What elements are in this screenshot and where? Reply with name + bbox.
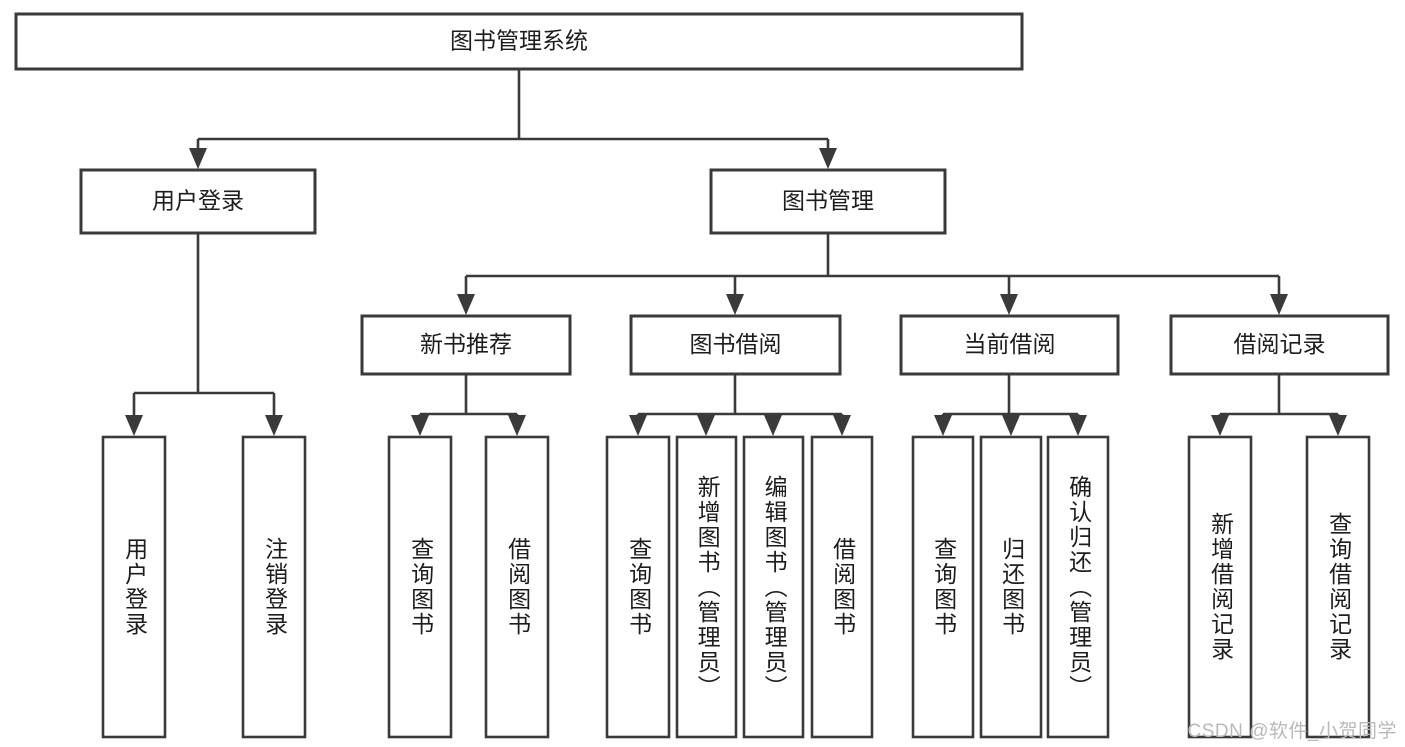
arrow-down-icon [1329,415,1347,436]
node-level3-2[interactable] [899,314,1120,376]
node-level3-label-2: 当前借阅 [964,331,1056,357]
node-level3-0[interactable] [360,314,572,376]
arrow-down-icon [726,294,744,315]
arrow-down-icon [265,415,283,436]
node-level2-label-0: 用户登录 [152,188,244,214]
arrow-down-icon [457,294,475,315]
node-leaf-4[interactable] [605,435,671,739]
node-level3-label-0: 新书推荐 [420,331,512,357]
arrow-down-icon [697,415,715,436]
box-layer [14,12,1390,739]
arrow-down-icon [189,148,207,169]
arrow-down-icon [1211,415,1229,436]
node-leaf-9[interactable] [979,435,1043,739]
node-leaf-2[interactable] [387,435,453,739]
node-level2-label-1: 图书管理 [782,188,874,214]
arrow-down-icon [934,415,952,436]
node-level3-label-3: 借阅记录 [1234,331,1326,357]
node-leaf-12[interactable] [1305,435,1371,739]
arrow-down-icon [764,415,782,436]
node-level3-1[interactable] [629,314,842,376]
node-leaf-6[interactable] [742,435,805,739]
node-leaf-11[interactable] [1187,435,1253,739]
node-leaf-5[interactable] [675,435,738,739]
node-leaf-1[interactable] [241,435,307,739]
node-level3-label-1: 图书借阅 [690,331,782,357]
node-root-label: 图书管理系统 [450,28,588,54]
arrow-down-icon [1069,415,1087,436]
arrow-down-icon [1270,294,1288,315]
arrow-down-icon [125,415,143,436]
node-leaf-0[interactable] [101,435,167,739]
arrow-down-icon [1002,415,1020,436]
node-leaf-3[interactable] [484,435,550,739]
arrow-down-icon [1000,294,1018,315]
arrow-down-icon [629,415,647,436]
node-leaf-7[interactable] [810,435,874,739]
node-level2-1[interactable] [709,168,947,235]
node-leaf-10[interactable] [1046,435,1110,739]
arrow-down-icon [819,148,837,169]
arrow-down-icon [411,415,429,436]
arrow-down-icon [833,415,851,436]
connector-layer [125,69,1347,436]
node-level2-0[interactable] [79,168,317,235]
node-level3-3[interactable] [1169,314,1390,376]
node-leaf-8[interactable] [911,435,975,739]
arrow-down-icon [508,415,526,436]
watermark-text: CSDN @软件_小贺同学 [1187,721,1397,742]
node-root-图书管理系统[interactable] [14,12,1024,71]
